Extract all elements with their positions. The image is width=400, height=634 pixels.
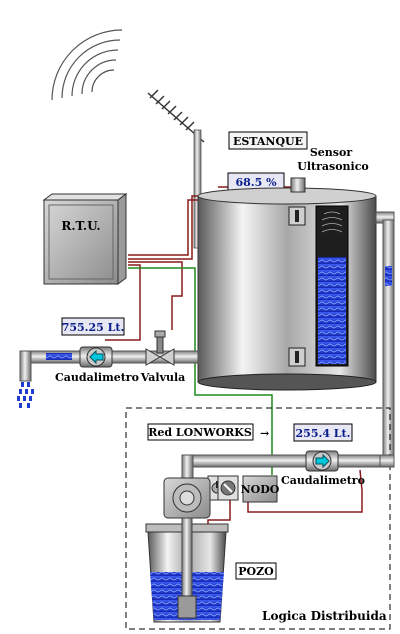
well-pipe [181, 454, 395, 496]
flowmeter-right[interactable] [305, 450, 339, 472]
rtu-cabinet[interactable]: R.T.U. [42, 193, 128, 285]
distributed-logic-zone [125, 407, 391, 630]
tank-title-tag: ESTANQUE [228, 131, 308, 150]
ultrasonic-sensor-icon [290, 177, 306, 193]
submersible-pump-icon [177, 595, 197, 619]
level-switch-top-icon [288, 206, 306, 226]
distributed-logic-label: Logica Distribuida [262, 609, 387, 623]
flow-left-value: 755.25 Lt. [62, 321, 125, 334]
pozo-tag: POZO [235, 562, 277, 580]
well [145, 517, 229, 623]
lonworks-tag: Red LONWORKS → [147, 423, 269, 441]
lonworks-label: Red LONWORKS [148, 426, 252, 439]
nodo-label: NODO [241, 483, 280, 496]
flow-right-readout: 255.4 Lt. [293, 423, 353, 442]
flowmeter-right-label: Caudalimetro [281, 474, 365, 487]
antenna-icon [147, 89, 205, 249]
pump-icon[interactable] [163, 477, 211, 519]
flowmeter-left-label: Caudalimetro [55, 371, 139, 384]
lonworks-arrow-icon: → [260, 427, 269, 440]
tank[interactable] [197, 177, 377, 391]
tank-inlet-pipe [375, 211, 395, 461]
water-spray-icon [17, 382, 34, 408]
rtu-label: R.T.U. [61, 219, 100, 233]
sensor-beam [321, 211, 343, 233]
flow-left-readout: 755.25 Lt. [61, 317, 125, 336]
pozo-label: POZO [238, 565, 274, 578]
selector-switch-2[interactable] [217, 475, 239, 501]
flow-arrow-icon [89, 349, 104, 365]
sensor-label-line2: Ultrasonico [297, 160, 369, 173]
level-switch-bottom-icon [288, 347, 306, 367]
sensor-label-line1: Sensor [310, 146, 352, 159]
nodo-box[interactable]: NODO [241, 475, 280, 503]
flow-arrow-right-icon [315, 453, 330, 469]
valve[interactable] [145, 330, 175, 366]
flowmeter-left[interactable] [79, 346, 113, 368]
tank-level-readout: 68.5 % [227, 172, 285, 191]
radio-waves-icon [51, 29, 123, 101]
tank-water-level [318, 257, 346, 364]
tank-level-value: 68.5 % [235, 176, 277, 189]
flow-right-value: 255.4 Lt. [296, 427, 351, 440]
tank-title: ESTANQUE [233, 135, 303, 148]
valve-label: Valvula [140, 371, 186, 384]
